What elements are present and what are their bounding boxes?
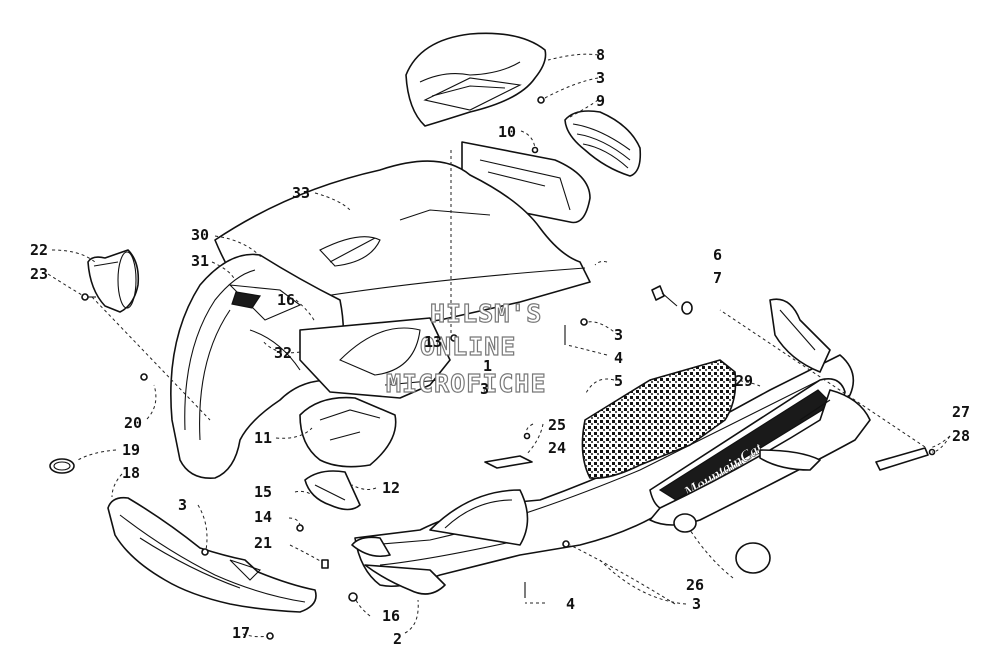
callout-9: 9 — [596, 92, 605, 110]
callout-17: 17 — [232, 624, 250, 642]
callout-labels: 8 3 9 10 33 30 22 31 23 16 13 1 3 6 7 3 … — [30, 46, 970, 648]
part-18-front-bumper — [107, 496, 317, 613]
part-8-headlight-housing — [405, 32, 547, 127]
callout-13: 13 — [424, 333, 442, 351]
callout-33: 33 — [292, 184, 310, 202]
callout-18: 18 — [122, 464, 140, 482]
callout-16: 16 — [277, 291, 295, 309]
part-5-side-panel — [581, 359, 737, 480]
part-19-clamp — [49, 458, 75, 474]
callout-29: 29 — [735, 372, 753, 390]
callout-10: 10 — [498, 123, 516, 141]
callout-19: 19 — [122, 441, 140, 459]
callout-24: 24 — [548, 439, 566, 457]
fasteners — [140, 96, 588, 640]
callout-27: 27 — [952, 403, 970, 421]
part-11-12-lower-bracket — [299, 396, 397, 468]
callout-5: 5 — [614, 372, 623, 390]
part-9-vent-grille — [564, 110, 642, 177]
watermark-line-1: HILSM'S — [430, 299, 542, 328]
watermark: HILSM'S ONLINE MICROFICHE — [385, 298, 547, 398]
callout-30: 30 — [191, 226, 209, 244]
callout-21: 21 — [254, 534, 272, 552]
leader-lines — [47, 53, 951, 638]
callout-28: 28 — [952, 427, 970, 445]
part-15-bracket — [304, 470, 361, 511]
watermark-line-2: ONLINE — [420, 332, 516, 361]
callout-25: 25 — [548, 416, 566, 434]
callout-20: 20 — [124, 414, 142, 432]
callout-31: 31 — [191, 252, 209, 270]
part-26-cap — [673, 513, 771, 574]
part-24-plate — [484, 432, 533, 469]
callout-8: 8 — [596, 46, 605, 64]
callout-1: 1 — [483, 357, 492, 375]
callout-23: 23 — [30, 265, 48, 283]
callout-3: 3 — [178, 496, 187, 514]
callout-15: 15 — [254, 483, 272, 501]
callout-22: 22 — [30, 241, 48, 259]
callout-16: 16 — [382, 607, 400, 625]
callout-7: 7 — [713, 269, 722, 287]
callout-32: 32 — [274, 344, 292, 362]
watermark-line-3: MICROFICHE — [386, 369, 547, 398]
part-23-screw — [81, 293, 96, 301]
callout-3: 3 — [480, 380, 489, 398]
part-6-7-bolt — [651, 285, 693, 315]
part-22-bulb-shroud — [87, 249, 140, 313]
callout-4: 4 — [614, 349, 623, 367]
callout-12: 12 — [382, 479, 400, 497]
part-center-panel — [299, 317, 451, 399]
part-27-reflector — [875, 447, 929, 471]
part-29-decal-panel: MountainCat — [649, 298, 871, 526]
callout-6: 6 — [713, 246, 722, 264]
callout-3: 3 — [596, 69, 605, 87]
callout-11: 11 — [254, 429, 272, 447]
callout-26: 26 — [686, 576, 704, 594]
callout-3: 3 — [692, 595, 701, 613]
callout-14: 14 — [254, 508, 272, 526]
callout-4: 4 — [566, 595, 575, 613]
callout-2: 2 — [393, 630, 402, 648]
callout-3: 3 — [614, 326, 623, 344]
